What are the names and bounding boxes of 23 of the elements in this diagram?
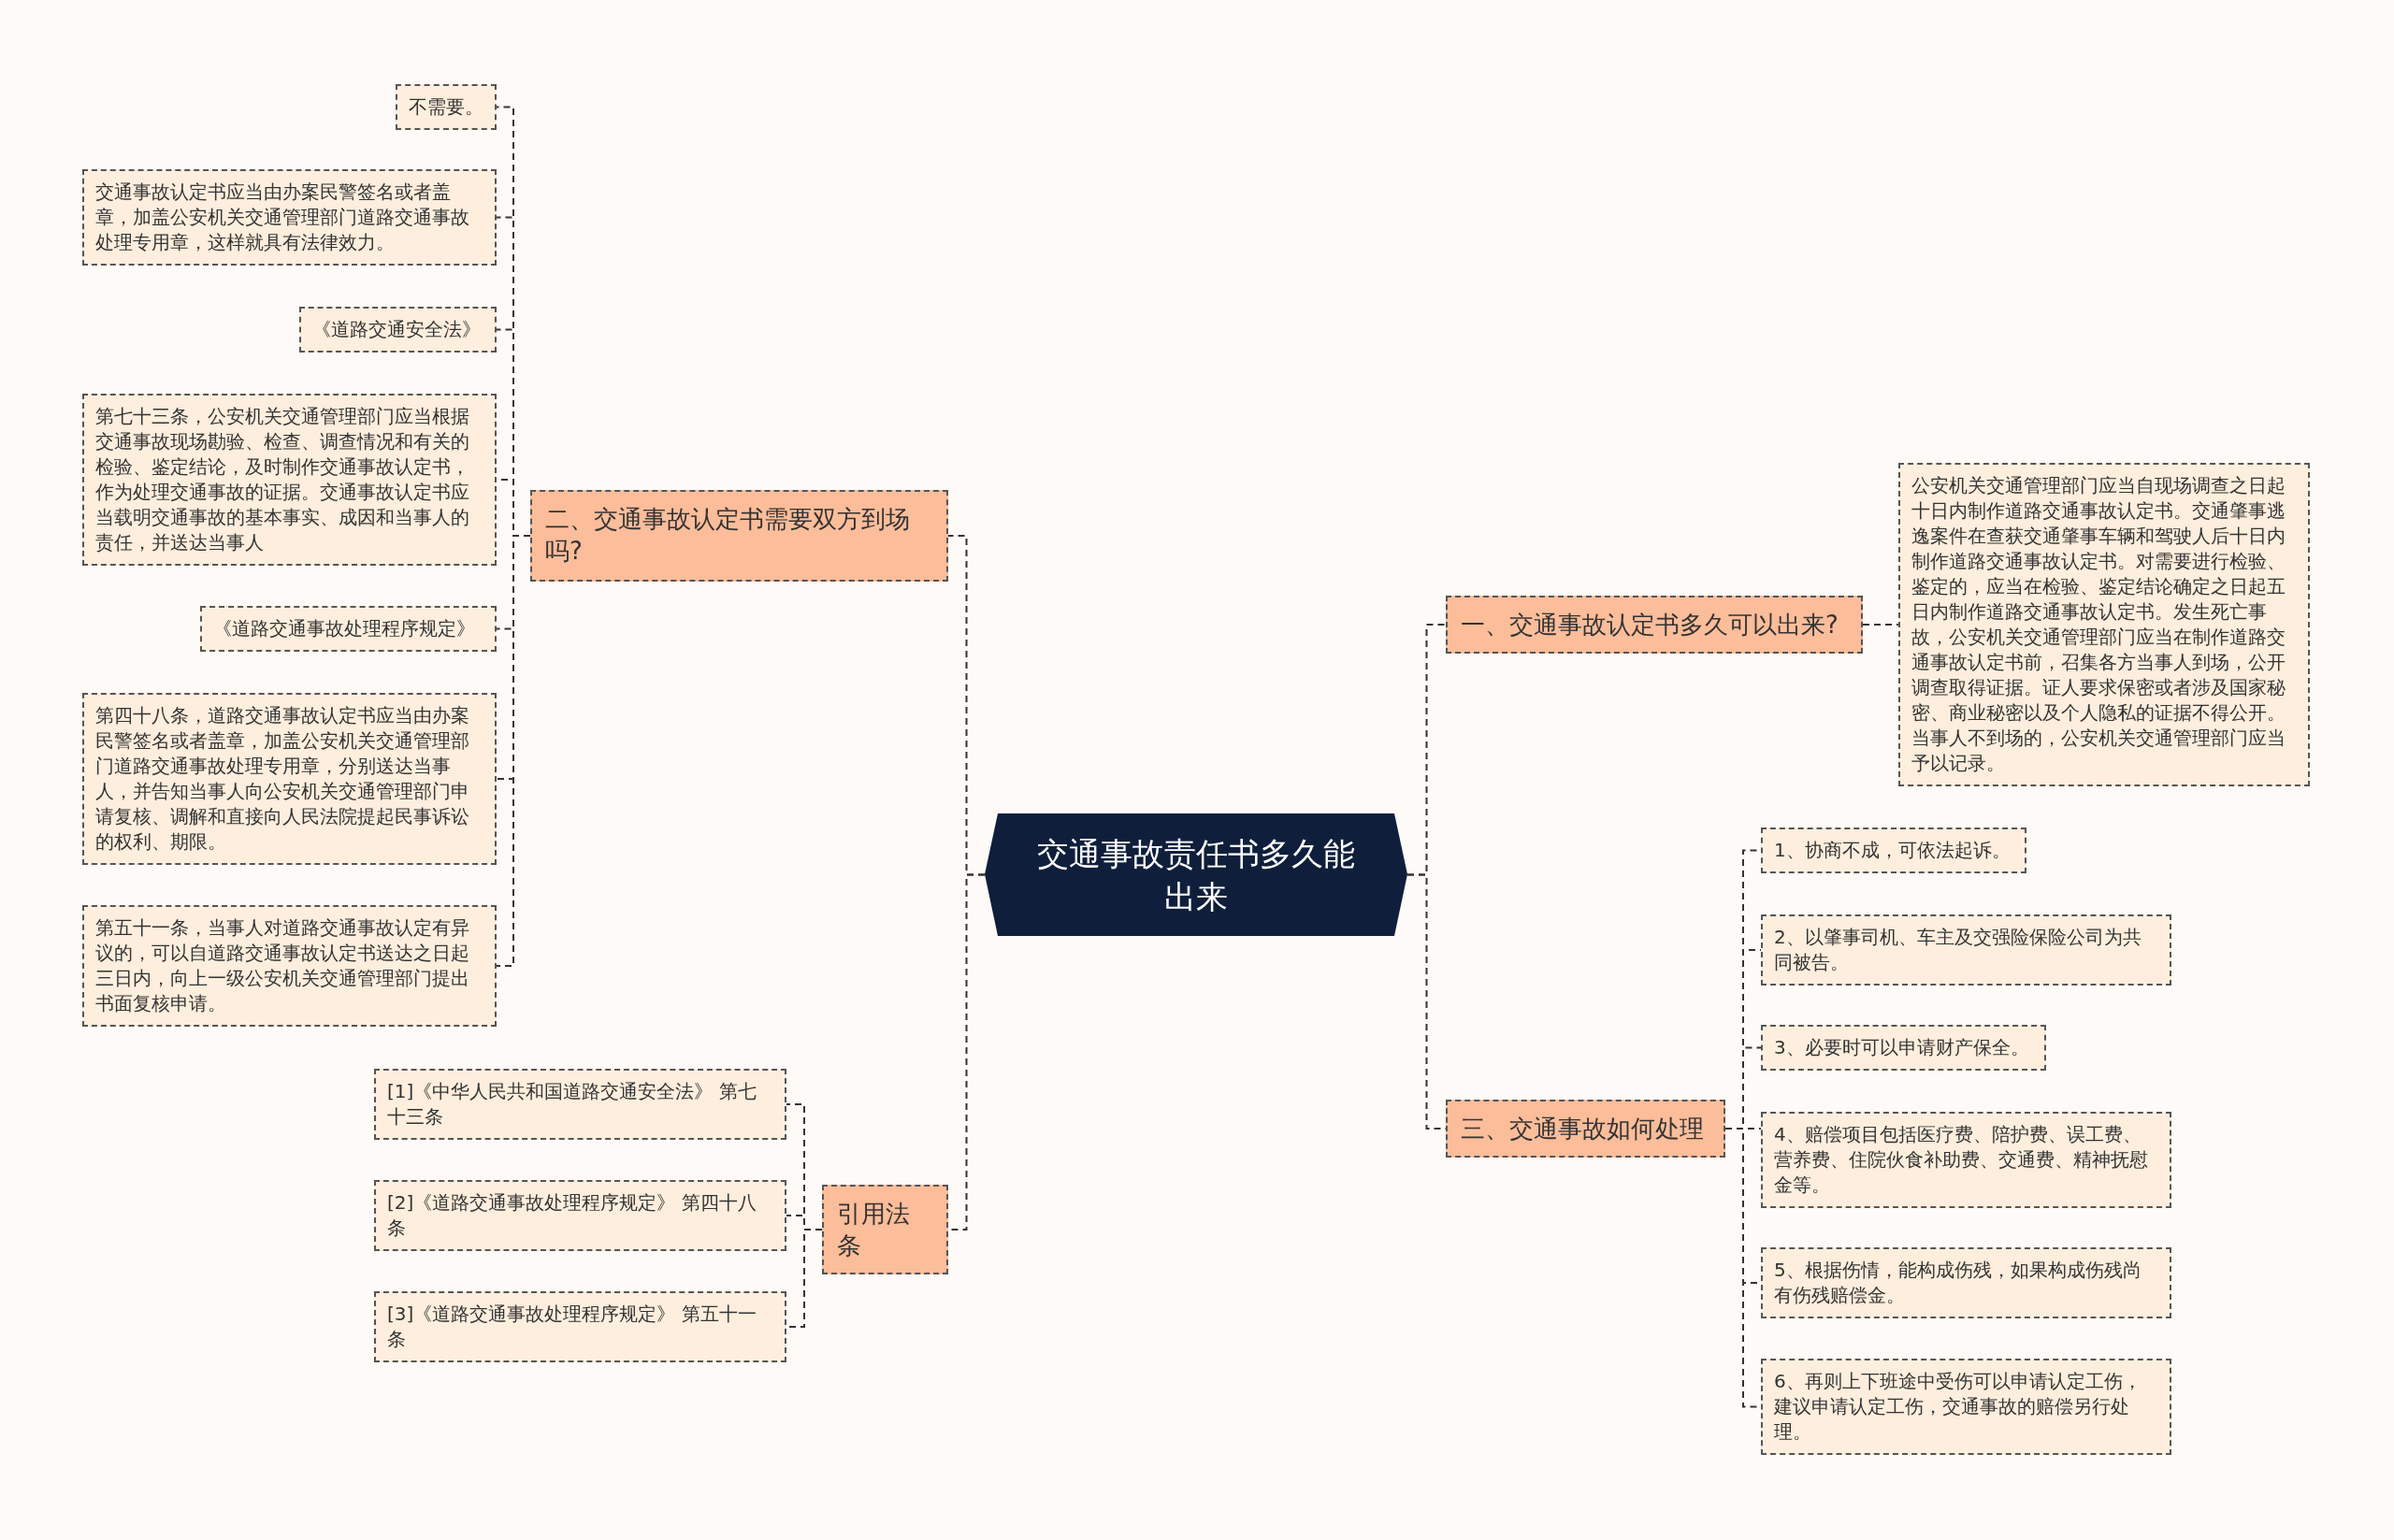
note-box: 2、以肇事司机、车主及交强险保险公司为共同被告。 [1761,914,2171,986]
connector-line [1862,624,1899,626]
branch-box: 引用法条 [822,1185,948,1274]
branch-box: 一、交通事故认定书多久可以出来? [1446,596,1863,654]
branch-box: 二、交通事故认定书需要双方到场吗? [530,490,948,582]
topic-hexagon: 交通事故责任书多久能出来 [985,813,1407,936]
note-box: 第七十三条，公安机关交通管理部门应当根据交通事故现场勘验、检查、调查情况和有关的检验、鉴定结论，及时制作交通事故认定书，作为处理交通事故的证据。交通事故认定书应当载明交通事故的基本事实、成因和当事人的责任，并送达当事人 [82,394,497,566]
note-box: 1、协商不成，可依法起诉。 [1761,828,2026,873]
note-box: 6、再则上下班途中受伤可以申请认定工伤，建议申请认定工伤，交通事故的赔偿另行处理。 [1761,1359,2171,1455]
note-box: [2]《道路交通事故处理程序规定》 第四十八条 [374,1180,786,1251]
note-box: 不需要。 [396,84,497,130]
note-box: 4、赔偿项目包括医疗费、陪护费、误工费、营养费、住院伙食补助费、交通费、精神抚慰金等。 [1761,1112,2171,1208]
note-box: 《道路交通安全法》 [299,307,497,353]
note-box: [1]《中华人民共和国道路交通安全法》 第七十三条 [374,1069,786,1140]
note-box: 第五十一条，当事人对道路交通事故认定有异议的，可以自道路交通事故认定书送达之日起三日内，向上一级公安机关交通管理部门提出书面复核申请。 [82,905,497,1027]
note-box: 交通事故认定书应当由办案民警签名或者盖章，加盖公安机关交通管理部门道路交通事故处理专用章，这样就具有法律效力。 [82,169,497,266]
note-box: 《道路交通事故处理程序规定》 [200,606,497,652]
note-box: [3]《道路交通事故处理程序规定》 第五十一条 [374,1291,786,1362]
note-box: 公安机关交通管理部门应当自现场调查之日起十日内制作道路交通事故认定书。交通肇事逃逸案件在查获交通肇事车辆和驾驶人后十日内制作道路交通事故认定书。对需要进行检验、鉴定的，应当在检验、鉴定结论确定之日起五日内制作道路交通事故认定书。发生死亡事故，公安机关交通管理部门应当在制作道路交通事故认定书前，召集各方当事人到场，公开调查取得证据。证人要求保密或者涉及国家秘密、商业秘密以及个人隐私的证据不得公开。当事人不到场的，公安机关交通管理部门应当予以记录。 [1898,463,2310,786]
note-box: 3、必要时可以申请财产保全。 [1761,1025,2046,1071]
branch-box: 三、交通事故如何处理 [1446,1100,1725,1158]
note-box: 第四十八条，道路交通事故认定书应当由办案民警签名或者盖章，加盖公安机关交通管理部门道路交通事故处理专用章，分别送达当事人，并告知当事人向公安机关交通管理部门申请复核、调解和直接向人民法院提起民事诉讼的权利、期限。 [82,693,497,865]
note-box: 5、根据伤情，能构成伤残，如果构成伤残尚有伤残赔偿金。 [1761,1247,2171,1318]
